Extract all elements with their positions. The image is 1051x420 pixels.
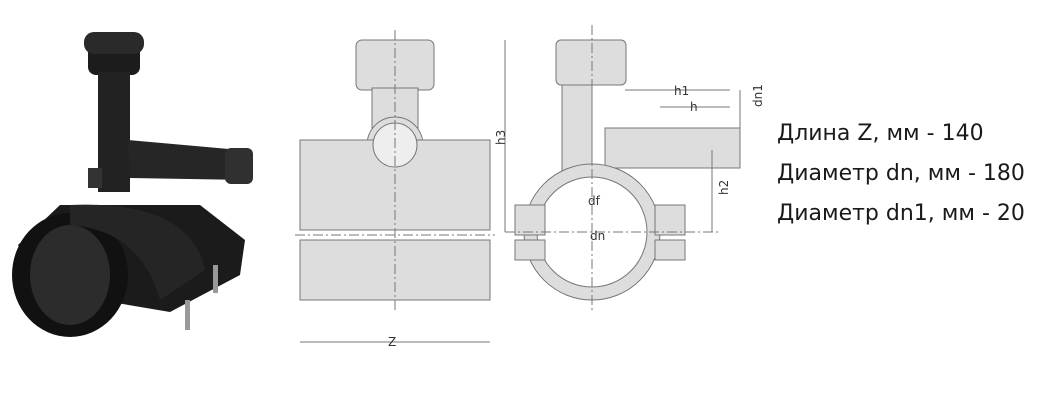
dim-label-dn: dn (590, 229, 605, 243)
front-view-drawing (295, 30, 495, 343)
spec-diameter-dn1: Диаметр dn1, мм - 20 (777, 201, 1025, 226)
dim-label-dn1: dn1 (751, 84, 765, 107)
side-view-drawing (504, 25, 741, 310)
dim-label-z: Z (388, 335, 396, 349)
side-view-dimension-labels: h3 h1 h dn1 h2 df dn (494, 84, 765, 243)
spec-diameter-dn: Диаметр dn, мм - 180 (777, 161, 1025, 186)
dim-label-h1: h1 (674, 84, 689, 98)
dim-label-h2: h2 (717, 180, 731, 195)
spec-length-z: Длина Z, мм - 140 (777, 121, 984, 146)
dim-label-df: df (588, 194, 601, 208)
product-photo (12, 32, 253, 337)
dim-label-h: h (690, 100, 698, 114)
spec-list: Длина Z, мм - 140 Диаметр dn, мм - 180 Д… (777, 114, 1025, 234)
dim-label-h3: h3 (494, 130, 508, 145)
